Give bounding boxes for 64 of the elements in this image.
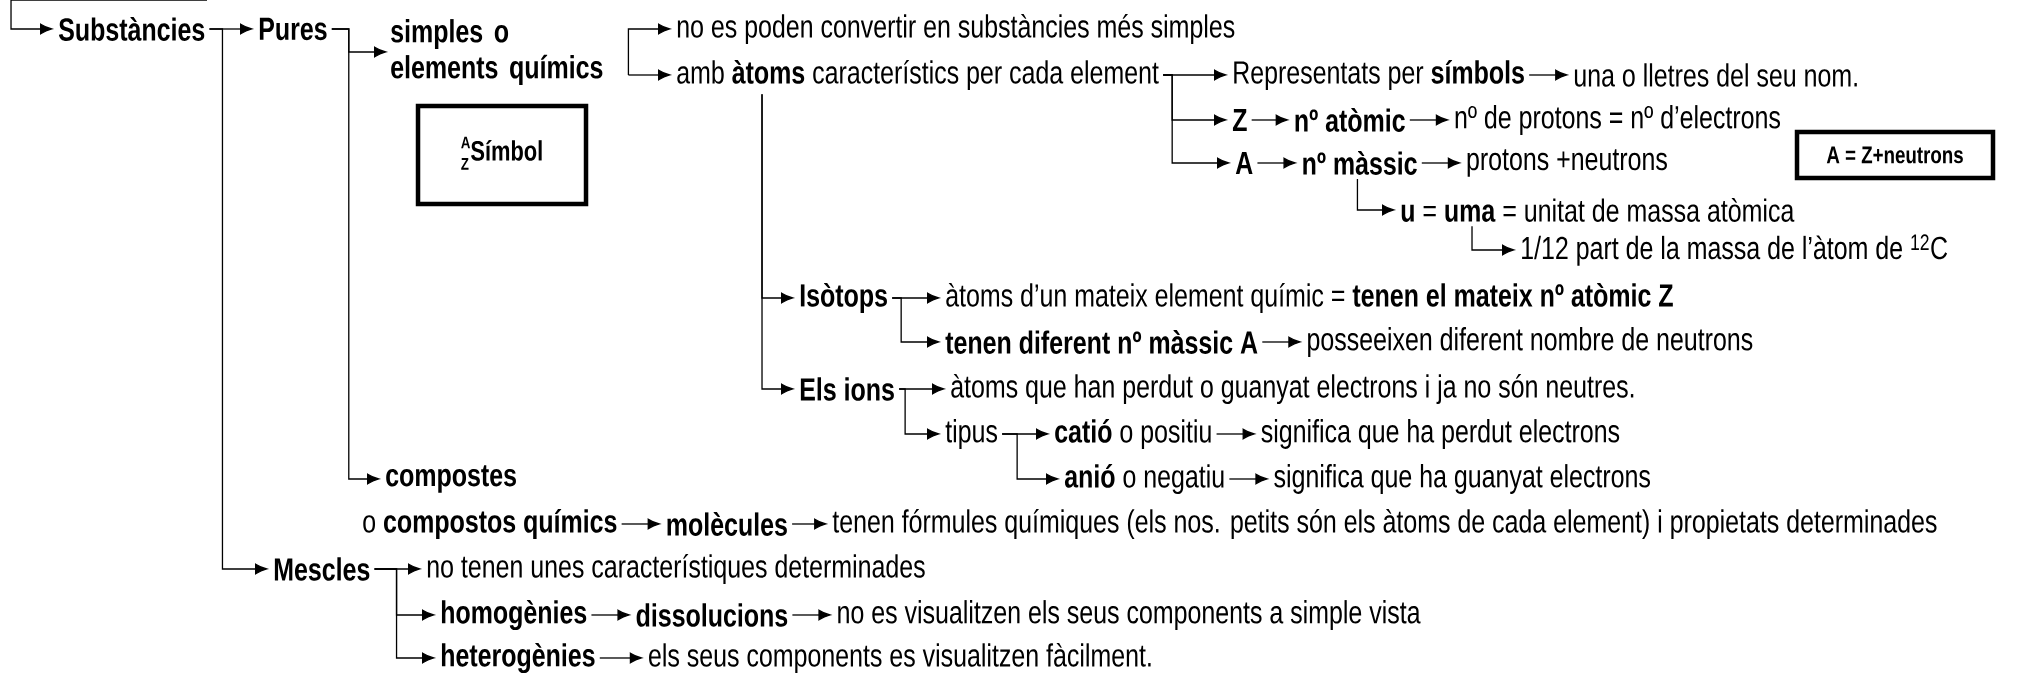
term-label: molècules [667,512,787,536]
term-label: compostes [386,465,516,493]
arrow [1356,178,1395,216]
description-text: tenen fórmules químiques (els nos. petits són els àtoms de cada element) i propietats determinades [832,508,1937,540]
arrow [891,297,940,348]
description-text: àtoms d’un mateix element químic = tenen el mateix nº atòmic Z [946,282,1673,314]
description-text: Representats per símbols [1234,59,1524,91]
arrow [1409,114,1449,126]
description-text: u = uma = unitat de massa atòmica [1401,198,1795,222]
term-label: Els ions [800,377,894,401]
term-label: nº atòmic [1295,108,1405,132]
arrow [791,518,827,530]
description-text: significa que ha perdut electrons [1261,419,1620,449]
arrow [1001,433,1059,485]
description-text: tipus [945,419,997,449]
arrow [791,609,831,621]
arrow [620,518,660,530]
description-text: catió o positiu [1055,418,1211,450]
formula-box: A = Z+neutrons [1794,129,1996,181]
term-label: A [1235,152,1253,174]
arrow [1256,157,1296,169]
arrow [761,93,794,395]
arrow [627,23,671,76]
arrow [1421,157,1461,169]
description-text: àtoms que han perdut o guanyat electrons i ja no són neutres. [951,373,1634,405]
arrow [373,568,435,664]
term-label: heterogènies [441,642,595,674]
term-label: Isòtops [800,282,887,314]
description-text: significa que ha guanyat electrons [1274,464,1650,494]
term-label: dissolucions [636,603,788,627]
arrow [10,0,208,35]
term-label: homogènies [441,599,587,631]
description-text: nº de protons = nº d’electrons [1455,105,1780,135]
arrow [599,652,643,664]
description-text: els seus components es visualitzen fàcilment. [649,642,1151,674]
description-text: 1/12 part de la massa de l’àtom de $^{12}$C [1522,234,1948,266]
description-text: no tenen unes característiques determinades [427,553,925,585]
description-text: protons +neutrons [1467,149,1667,177]
term-label: nº màssic [1303,151,1417,175]
arrow [1471,225,1515,256]
term-label: simples o elements químics [391,19,603,85]
arrow [1251,114,1288,126]
description-text: una o lletres del seu nom. [1574,63,1857,87]
term-label: Mescles [274,557,370,581]
description-text: no es visualitzen els seus components a simple vista [838,600,1421,630]
arrow [590,609,630,621]
term-label: Pures [259,17,327,41]
term-label: Z [1232,109,1247,131]
description-text: anió o negatiu [1064,463,1224,495]
arrow [1261,336,1301,348]
description-text: no es poden convertir en substàncies més simples [677,13,1235,45]
description-text: amb àtoms característics per cada element [677,59,1159,91]
arrow [1162,74,1230,169]
arrow [627,69,671,81]
description-text: posseeixen diferent nombre de neutrons [1308,327,1753,357]
description-text: o compostos químics [363,508,617,540]
arrow [898,388,940,440]
arrow [1528,69,1568,81]
term-label: tenen diferent nº màssic A [945,330,1258,354]
arrow [331,28,380,485]
term-label: Substàncies [58,17,205,41]
arrow [208,28,268,575]
arrow [1228,473,1268,485]
arrow [1215,428,1255,440]
